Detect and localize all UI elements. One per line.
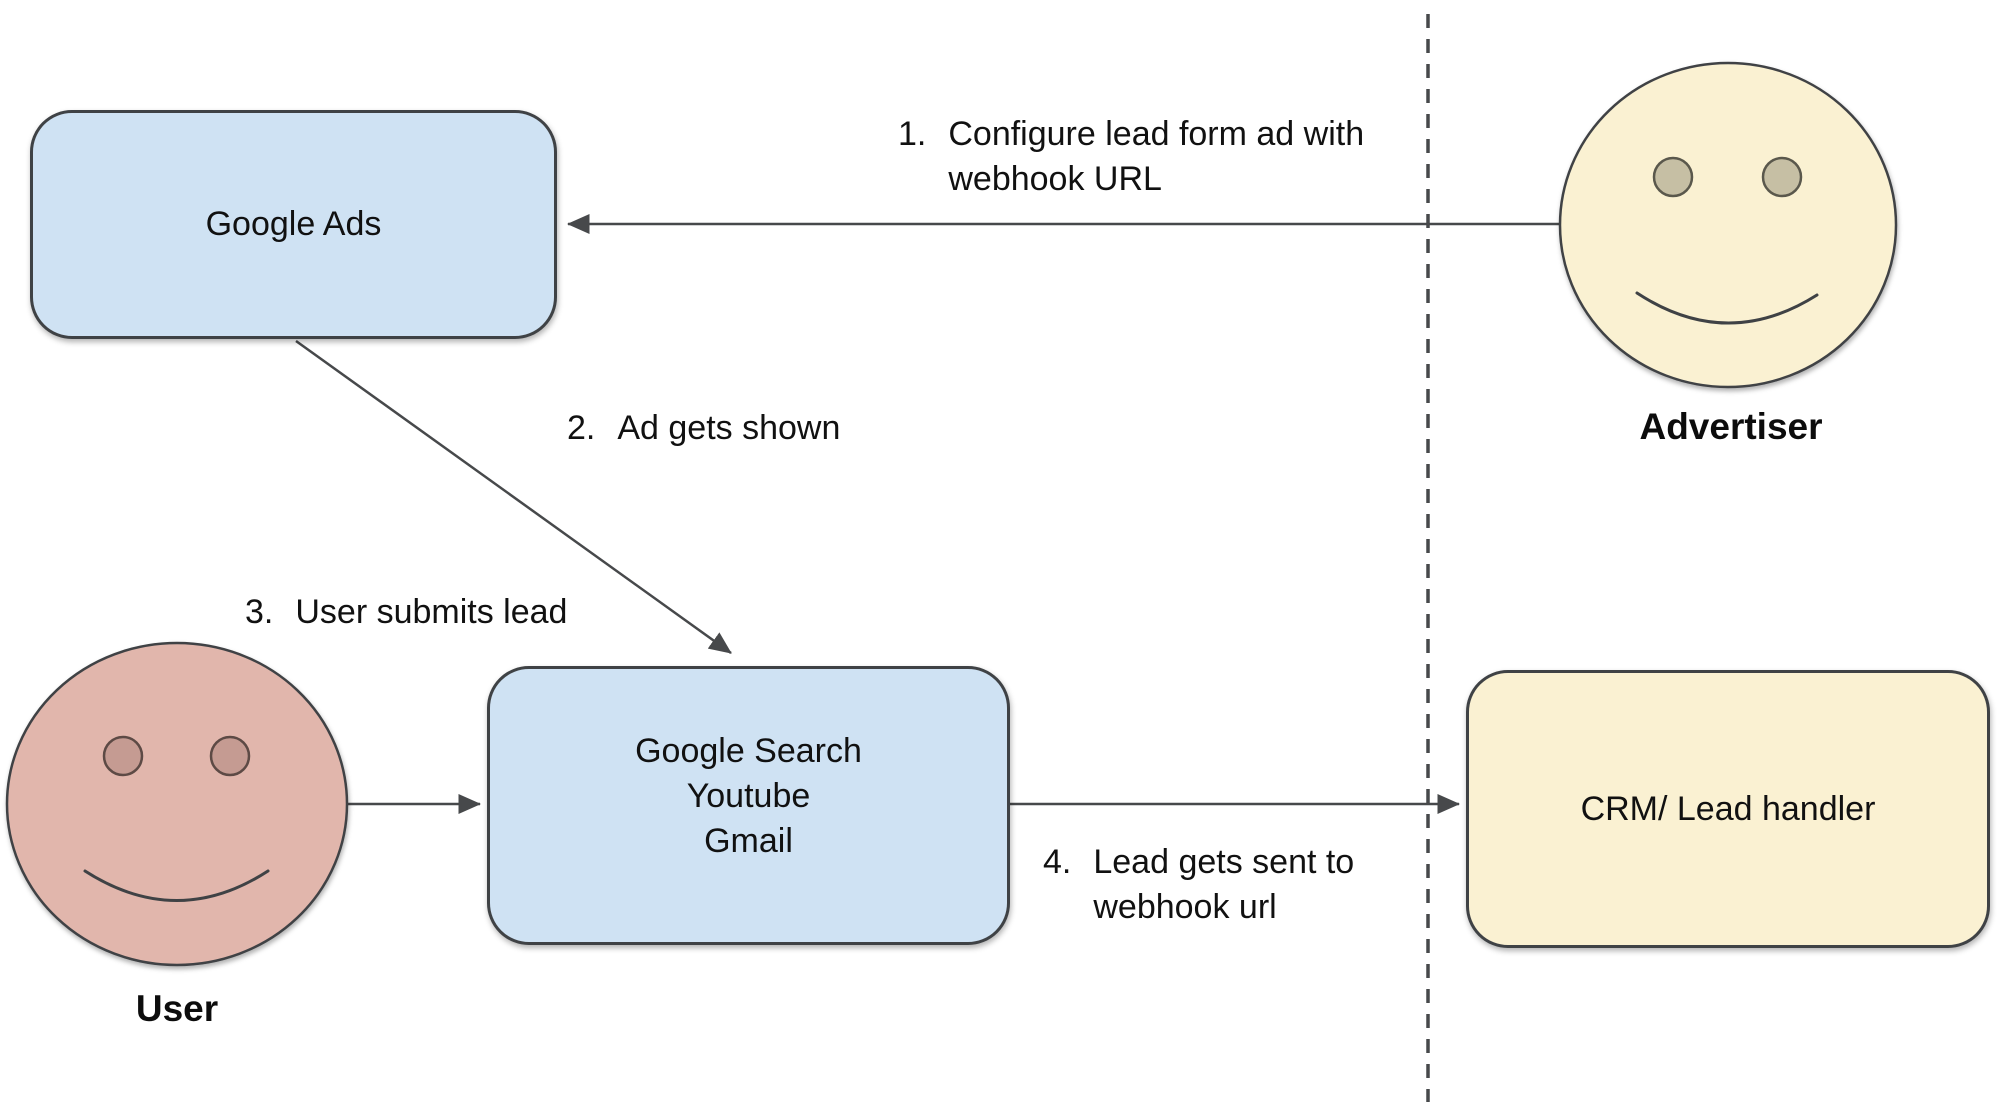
advertiser-face: [1558, 61, 1898, 389]
node-google-surfaces-line-1: Google Search: [635, 732, 862, 770]
step3-number: 3.: [245, 593, 274, 631]
step1-text: Configure lead form ad with webhook URL: [948, 115, 1365, 198]
advertiser-label: Advertiser: [1639, 406, 1823, 447]
node-google-ads: Google Ads: [30, 110, 557, 339]
step4-number: 4.: [1043, 843, 1072, 881]
step3-label: 3. User submits lead: [245, 590, 567, 635]
advertiser-head: [1558, 61, 1898, 389]
node-google-surfaces-line-3: Gmail: [704, 822, 793, 860]
step4-text: Lead gets sent to webhook url: [1093, 843, 1355, 926]
advertiser-eye-right: [1761, 156, 1803, 198]
node-google-surfaces-line-2: Youtube: [686, 777, 811, 815]
user-face: [5, 641, 349, 967]
user-label: User: [135, 988, 219, 1029]
user-head: [5, 641, 349, 967]
node-crm-lead-handler: CRM/ Lead handler: [1466, 670, 1990, 948]
node-google-surfaces: Google Search Youtube Gmail: [487, 666, 1010, 945]
step2-text: Ad gets shown: [617, 409, 841, 447]
user-eye-left: [102, 735, 144, 777]
step2-number: 2.: [567, 409, 596, 447]
arrow-ad-gets-shown: [295, 339, 732, 655]
user-eye-right: [209, 735, 251, 777]
step1-number: 1.: [898, 115, 927, 153]
node-google-ads-label: Google Ads: [205, 205, 382, 243]
node-crm-lead-handler-label: CRM/ Lead handler: [1580, 789, 1876, 828]
step1-label: 1. Configure lead form ad with webhook U…: [898, 112, 1364, 202]
step3-text: User submits lead: [295, 593, 568, 631]
user-smile: [83, 869, 270, 902]
step4-label: 4. Lead gets sent to webhook url: [1043, 840, 1354, 930]
advertiser-smile: [1635, 291, 1819, 325]
step2-label: 2. Ad gets shown: [567, 406, 840, 451]
advertiser-eye-left: [1652, 156, 1694, 198]
